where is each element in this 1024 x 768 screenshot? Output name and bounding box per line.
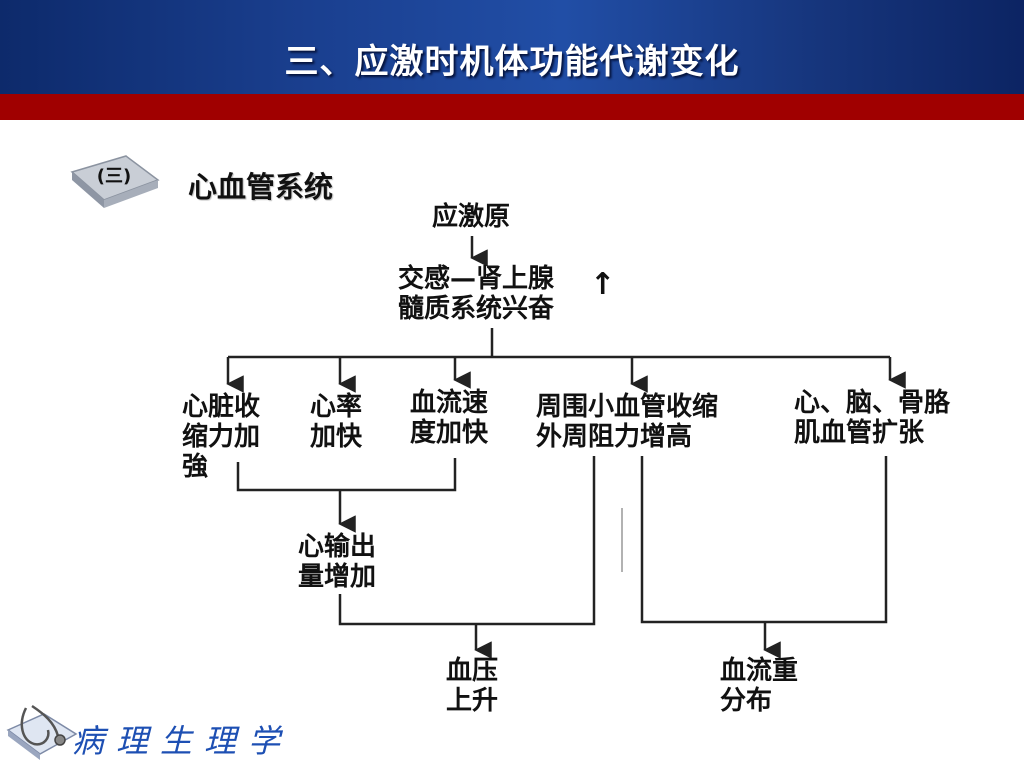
line-merge-to-output — [236, 458, 457, 492]
badge-front — [104, 180, 158, 208]
section-title: 心血管系统 — [188, 170, 334, 204]
line-redistribution-merge — [640, 456, 888, 624]
node-sympathetic: 交感—肾上腺 髓质系统兴奋 — [398, 264, 555, 324]
node-stressor: 应激原 — [432, 202, 511, 232]
line-output-resistance-merge — [338, 456, 596, 626]
header-bar: 三、应激时机体功能代谢变化 — [0, 0, 1024, 94]
node-blood-flow-speed: 血流速 度加快 — [410, 388, 489, 448]
badge-side — [72, 172, 104, 208]
up-arrow-indicator: ↑ — [590, 267, 616, 302]
node-cardiac-output: 心输出 量增加 — [298, 532, 377, 592]
section-badge: (三) — [70, 155, 160, 208]
stethoscope-book-icon — [6, 704, 78, 760]
site-url[interactable]: http://www.pmph.com — [803, 193, 966, 208]
node-blood-pressure: 血压 上升 — [446, 656, 499, 716]
node-heart-rate: 心率 加快 — [310, 392, 363, 452]
badge-label: (三) — [97, 166, 131, 187]
node-redistribution: 血流重 分布 — [720, 656, 799, 716]
node-cardiac-contraction: 心脏收 缩力加 強 — [182, 392, 261, 482]
node-vessel-dilation: 心、脑、骨胳 肌血管扩张 — [794, 388, 951, 448]
red-bar: http://www.pmph.com — [0, 94, 1024, 208]
page-title: 三、应激时机体功能代谢变化 — [284, 42, 740, 82]
footer-title: 病理生理学 — [72, 722, 293, 760]
node-peripheral-resistance: 周围小血管收缩 外周阻力增高 — [536, 392, 719, 452]
